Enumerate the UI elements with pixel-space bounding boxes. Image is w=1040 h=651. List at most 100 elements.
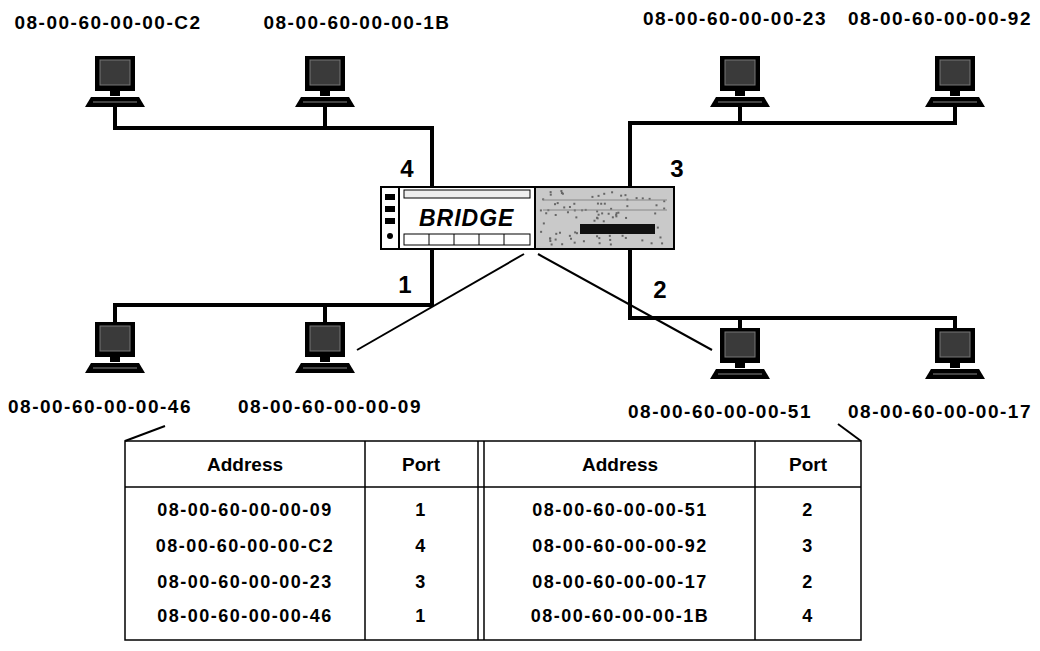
texture (570, 238, 572, 240)
keyboard (710, 369, 770, 379)
computer-node: 08-00-60-00-00-92 (848, 8, 1032, 108)
screen (725, 332, 755, 357)
table-header: Port (402, 454, 440, 476)
table-header: Address (207, 454, 283, 476)
texture (642, 197, 644, 199)
texture (657, 227, 659, 229)
monitor (305, 322, 345, 357)
keyboard-keys (303, 102, 347, 103)
texture (641, 239, 643, 241)
keyboard-keys (718, 102, 762, 103)
texture (626, 205, 628, 207)
texture (598, 237, 600, 239)
texture (615, 215, 617, 217)
bridge-front (381, 187, 535, 249)
table-header: Port (789, 454, 827, 476)
texture (659, 236, 661, 238)
table-cell: 2 (802, 572, 814, 593)
indicator (385, 218, 395, 224)
texture (601, 212, 603, 214)
texture (549, 237, 551, 239)
texture (563, 206, 565, 208)
mac-address: 08-00-60-00-00-46 (8, 396, 192, 418)
leader-lines (125, 254, 861, 441)
table-cell: 08-00-60-00-00-17 (532, 572, 708, 593)
stand (735, 91, 745, 96)
texture (663, 208, 665, 210)
texture (596, 217, 598, 219)
monitor (935, 328, 975, 363)
table-cell: 1 (415, 500, 427, 521)
leader-line (838, 424, 861, 441)
slot-divider (479, 234, 480, 245)
mac-address: 08-00-60-00-00-51 (628, 401, 812, 423)
table-header: Address (582, 454, 658, 476)
table-cell: 3 (415, 572, 427, 593)
texture (599, 242, 601, 244)
bridge-box: BRIDGE (380, 186, 675, 250)
texture (555, 233, 557, 235)
stand (320, 357, 330, 362)
table-cell: 3 (802, 536, 814, 557)
slot-divider (454, 234, 455, 245)
texture (540, 209, 542, 211)
texture (598, 214, 600, 216)
computer-icon (85, 56, 145, 108)
computer-icon (85, 322, 145, 374)
bridge-side (535, 187, 674, 249)
texture (549, 238, 551, 240)
table-cell: 4 (802, 606, 814, 627)
texture (583, 240, 585, 242)
indicator (385, 206, 395, 212)
table-rule (754, 441, 756, 640)
mac-address: 08-00-60-00-00-C2 (14, 12, 202, 34)
bus-cable (325, 250, 432, 322)
texture (611, 191, 613, 193)
slot-band (404, 234, 530, 245)
keyboard-keys (718, 374, 762, 375)
mac-address: 08-00-60-00-00-17 (848, 401, 1032, 423)
computer-icon (295, 322, 355, 374)
texture (559, 232, 561, 234)
table-cell: 08-00-60-00-00-C2 (156, 536, 335, 557)
screen (940, 60, 970, 85)
bus-cable (115, 108, 432, 186)
table-rule (477, 441, 479, 640)
texture (574, 231, 576, 233)
screen (310, 326, 340, 351)
screen (940, 332, 970, 357)
texture (603, 193, 605, 195)
stand (320, 91, 330, 96)
texture (569, 206, 571, 208)
texture (555, 239, 557, 241)
keyboard (85, 97, 145, 107)
computer-icon (710, 328, 770, 380)
computer-node: 08-00-60-00-00-09 (238, 322, 422, 418)
texture (624, 194, 626, 196)
table-cell: 1 (415, 606, 427, 627)
port-number: 3 (670, 155, 683, 183)
keyboard (925, 369, 985, 379)
texture (545, 212, 547, 214)
keyboard-keys (933, 102, 977, 103)
texture (554, 203, 556, 205)
table-cell: 08-00-60-00-00-23 (157, 572, 333, 593)
address-table-grid (125, 441, 861, 640)
texture (597, 217, 599, 219)
computer-icon (925, 56, 985, 108)
screen (100, 326, 130, 351)
stand (950, 363, 960, 368)
panel-line (543, 200, 667, 201)
texture (609, 235, 611, 237)
computer-icon (710, 56, 770, 108)
monitor (305, 56, 345, 91)
leader-line (125, 426, 165, 441)
monitor (720, 56, 760, 91)
table-cell: 08-00-60-00-00-51 (532, 500, 708, 521)
texture (576, 232, 578, 234)
monitor (95, 56, 135, 91)
mac-address: 08-00-60-00-00-92 (848, 8, 1032, 30)
texture (636, 197, 638, 199)
panel-bar (580, 224, 655, 234)
bridge-tower (381, 187, 399, 249)
